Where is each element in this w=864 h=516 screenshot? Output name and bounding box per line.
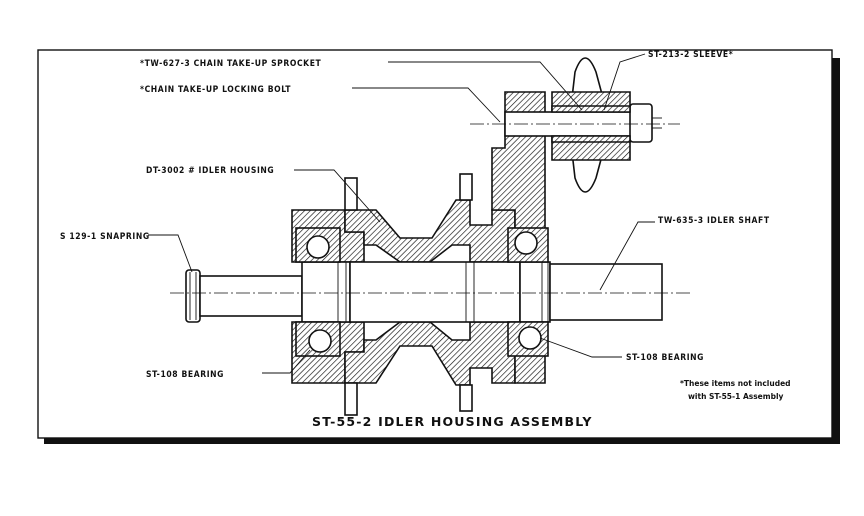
label-bearing-left: ST-108 BEARING: [146, 370, 224, 380]
label-shaft: TW-635-3 IDLER SHAFT: [658, 216, 770, 226]
label-snapring: S 129-1 SNAPRING: [60, 232, 150, 242]
sleeve: [551, 105, 631, 143]
bearing-left: [295, 227, 341, 357]
label-bearing-right: ST-108 BEARING: [626, 353, 704, 363]
footnote-line-2: with ST-55-1 Assembly: [688, 392, 784, 401]
diagram-title: ST-55-2 IDLER HOUSING ASSEMBLY: [312, 414, 593, 429]
footnote-line-1: *These items not included: [680, 379, 791, 388]
label-housing: DT-3002 # IDLER HOUSING: [146, 166, 274, 176]
bearing-right: [507, 227, 549, 357]
idler-shaft: [185, 261, 663, 323]
label-sleeve: ST-213-2 SLEEVE*: [648, 50, 733, 60]
label-locking-bolt: *CHAIN TAKE-UP LOCKING BOLT: [140, 85, 291, 95]
label-sprocket: *TW-627-3 CHAIN TAKE-UP SPROCKET: [140, 59, 322, 69]
